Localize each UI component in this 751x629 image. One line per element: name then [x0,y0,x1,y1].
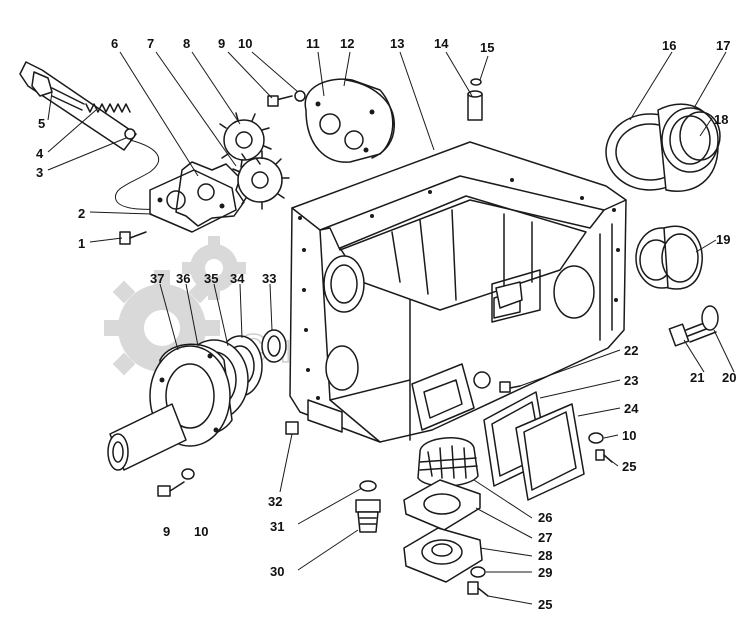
seal-cup [635,225,703,290]
callout-36: 36 [176,271,190,286]
callout-26: 26 [538,510,552,525]
gearbox-housing [289,141,627,443]
pump-gears [219,112,290,210]
callout-23: 23 [624,373,638,388]
breather-plug [668,305,719,347]
callout-10-bottom: 10 [194,524,208,539]
callout-35: 35 [204,271,218,286]
callout-22: 22 [624,343,638,358]
callout-25-bottom: 25 [538,597,552,612]
callout-29: 29 [538,565,552,580]
callout-11: 11 [306,36,320,51]
callout-31: 31 [270,519,284,534]
callout-2: 2 [78,206,85,221]
dowel-pin [467,78,483,121]
callout-15: 15 [480,40,494,55]
callout-6: 6 [111,36,118,51]
callout-37: 37 [150,271,164,286]
callout-10-top: 10 [238,36,252,51]
bearing-ring-small [261,329,287,363]
callout-20: 20 [722,370,736,385]
pump-mount-bolt [119,231,147,245]
pump-bolt [267,90,306,107]
drain-fitting [355,480,381,533]
pump-body [304,78,395,163]
flange-bolt [157,468,195,497]
bearing-cup-set [605,103,721,192]
oil-filter-assembly [403,437,483,583]
callout-9-top: 9 [218,36,225,51]
callout-7: 7 [147,36,154,51]
callout-13: 13 [390,36,404,51]
callout-33: 33 [262,271,276,286]
callout-17: 17 [716,38,730,53]
callout-18: 18 [714,112,728,127]
callout-28: 28 [538,548,552,563]
relief-valve-assembly [19,61,137,151]
callout-12: 12 [340,36,354,51]
callout-9-bottom: 9 [163,524,170,539]
callout-labels: 5 4 3 2 1 6 7 8 9 10 11 12 13 14 15 16 1… [36,36,736,612]
callout-10-right: 10 [622,428,636,443]
cover-bolt-small [499,381,521,393]
callout-30: 30 [270,564,284,579]
callout-14: 14 [434,36,449,51]
callout-19: 19 [716,232,730,247]
callout-1: 1 [78,236,85,251]
side-cover [483,391,585,501]
callout-8: 8 [183,36,190,51]
callout-5: 5 [38,116,45,131]
callout-16: 16 [662,38,676,53]
filter-fasteners [467,566,489,597]
housing-plug [285,421,299,435]
callout-21: 21 [690,370,704,385]
leader-lines [47,51,735,605]
callout-25-right: 25 [622,459,636,474]
output-shaft-assembly [107,335,263,471]
callout-32: 32 [268,494,282,509]
callout-34: 34 [230,271,245,286]
safety-wire [114,139,181,210]
callout-27: 27 [538,530,552,545]
callout-4: 4 [36,146,44,161]
side-cover-fasteners [588,432,613,463]
callout-3: 3 [36,165,43,180]
callout-24: 24 [624,401,639,416]
